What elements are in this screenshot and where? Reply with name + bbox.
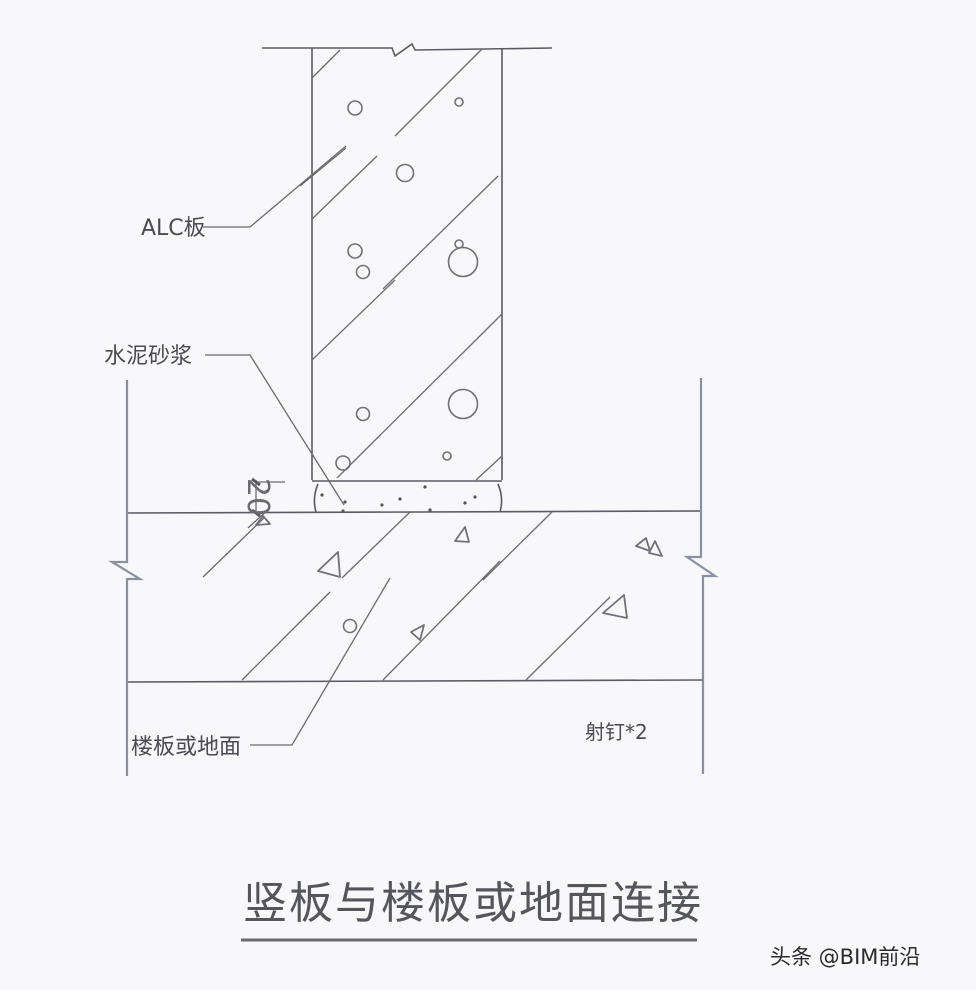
dimension-value: 20: [240, 478, 275, 516]
label-floor-or-ground: 楼板或地面: [131, 735, 241, 760]
dimension-mortar-thickness: 20: [240, 477, 285, 529]
alc-panel: [299, 48, 503, 482]
leader-lines: [203, 145, 391, 746]
top-break-line: [262, 42, 553, 58]
label-nails: 射钉*2: [585, 720, 648, 744]
watermark: 头条 @BIM前沿: [770, 945, 920, 969]
drawing-title: 竖板与楼板或地面连接: [243, 878, 703, 929]
floor-slab: [108, 378, 719, 776]
label-cement-mortar: 水泥砂浆: [104, 344, 192, 369]
cement-mortar-bed: [313, 483, 503, 513]
label-alc-panel: ALC板: [141, 216, 206, 241]
